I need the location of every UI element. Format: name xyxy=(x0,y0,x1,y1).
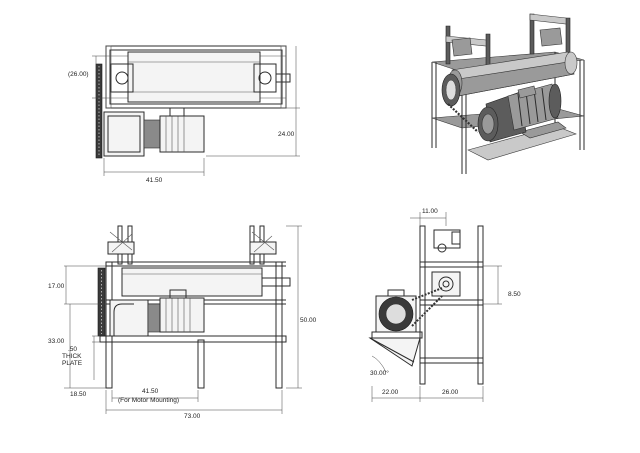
top-view-dimensions xyxy=(92,46,300,176)
side-view-dimensions xyxy=(371,212,502,402)
plate-note-thickness: .50 xyxy=(68,346,77,353)
front-motor-mount-note: (For Motor Mounting) xyxy=(118,397,179,404)
front-view: 17.00 50.00 33.00 .50 THICK PLATE 18.50 … xyxy=(48,225,317,420)
top-view-chain-sprocket xyxy=(95,63,103,159)
front-view-motor xyxy=(109,289,205,337)
front-dim-leg: 18.50 xyxy=(70,391,87,398)
front-dim-overall-height: 50.00 xyxy=(300,317,317,324)
side-dim-top: 11.00 xyxy=(422,208,438,215)
side-dim-base: 26.00 xyxy=(442,389,459,396)
front-dim-motor-mount: 41.50 xyxy=(142,388,159,395)
top-dim-depth: 24.00 xyxy=(278,131,295,138)
side-view-frame xyxy=(419,225,484,385)
top-view-motor xyxy=(103,107,205,157)
front-view-brackets xyxy=(107,225,277,265)
top-dim-height: (26.00) xyxy=(68,71,89,78)
side-view-mount-plate xyxy=(368,337,421,367)
front-view-chain xyxy=(97,267,106,337)
front-view-dimensions xyxy=(64,225,302,414)
side-dim-right: 8.50 xyxy=(508,291,521,298)
plate-note-thick: THICK xyxy=(62,353,82,360)
side-angle: 30.00° xyxy=(370,369,389,377)
front-view-frame xyxy=(99,261,291,389)
isometric-view xyxy=(431,13,585,174)
plate-note-plate: PLATE xyxy=(62,360,83,367)
front-dim-overall-width: 73.00 xyxy=(184,413,201,420)
top-view-frame xyxy=(105,45,291,109)
front-dim-upper: 17.00 xyxy=(48,283,65,290)
top-view: (26.00) 41.50 24.00 xyxy=(68,45,300,184)
side-dim-left: 22.00 xyxy=(382,389,399,396)
side-view: 11.00 8.50 30.00° 22.00 26.00 xyxy=(368,208,521,402)
side-view-motor xyxy=(371,287,443,339)
front-dim-lower: 33.00 xyxy=(48,338,65,345)
top-dim-width: 41.50 xyxy=(146,177,163,184)
